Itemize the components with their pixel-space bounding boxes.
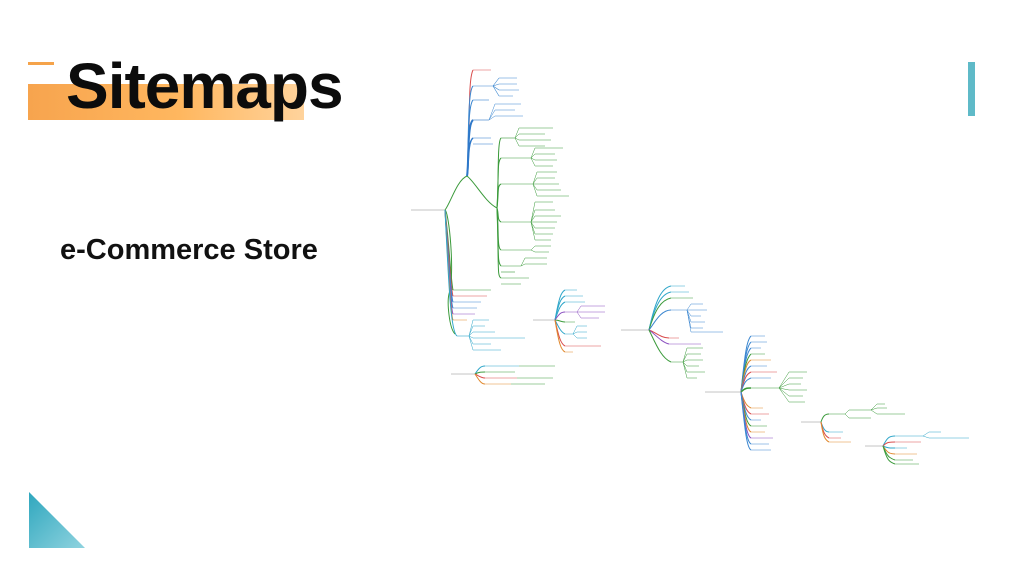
- mindmap-branch-categories: [466, 127, 569, 285]
- mindmap-branch-product-listings: [621, 285, 723, 379]
- slide-title: Sitemaps: [66, 50, 344, 122]
- sitemap-mindmap-image: [411, 69, 969, 465]
- title-accent-band: [28, 84, 304, 120]
- corner-triangle-decoration: [29, 492, 85, 548]
- mindmap-branch-footer: [444, 209, 525, 351]
- title-accent-line: [28, 62, 54, 65]
- mindmap-branch-cart-page: [801, 403, 905, 443]
- side-accent-bar: [968, 62, 975, 116]
- slide-subtitle: e-Commerce Store: [60, 234, 318, 266]
- mindmap-branch-checkout-page: [865, 431, 969, 465]
- mindmap-branch-header: [466, 69, 523, 177]
- mindmap-branch-product-page: [705, 335, 807, 451]
- mindmap-branch-categories-page: [533, 289, 605, 353]
- mindmap-branch-search-page: [451, 365, 555, 385]
